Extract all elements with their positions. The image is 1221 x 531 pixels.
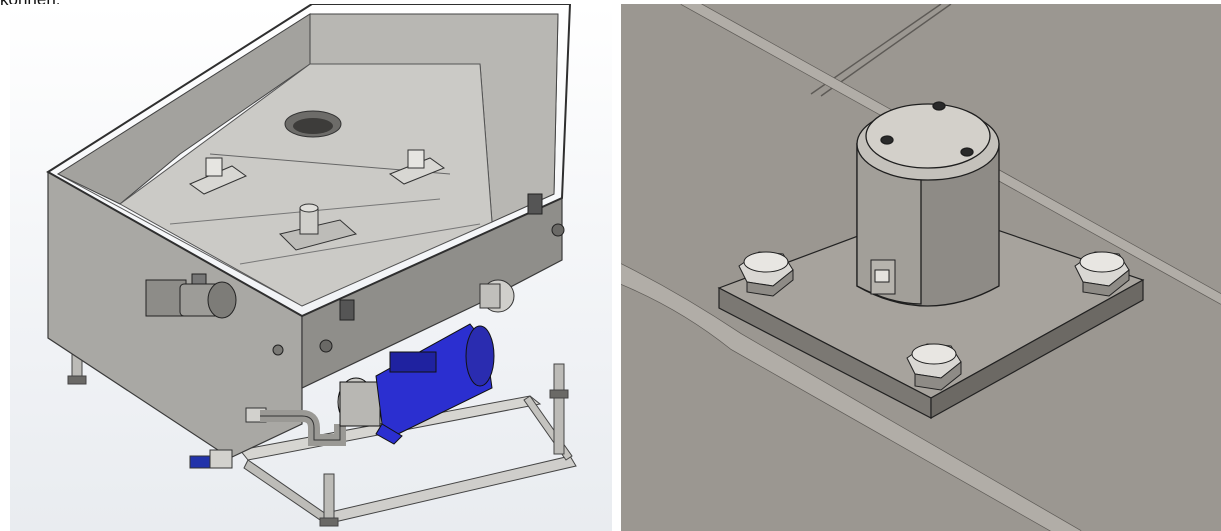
load-cell-cylinder (856, 101, 1000, 307)
bolt-front (906, 343, 962, 391)
tank-assembly-drawing (46, 4, 577, 527)
tank-inner-left (56, 13, 311, 205)
gear-motor (145, 273, 237, 319)
latch-right (527, 193, 543, 215)
load-cell-detail-image (621, 4, 1221, 531)
bolt-right (1074, 251, 1130, 297)
latch-front (339, 299, 355, 321)
load-cell-drawing (621, 4, 1221, 531)
tank-floor (119, 63, 493, 307)
load-cell-small (279, 203, 358, 251)
tank-rim (46, 4, 572, 318)
pump-motor (337, 323, 495, 445)
cable-connector (870, 259, 896, 295)
tank-assembly-image (10, 4, 612, 531)
mount-bracket-right (388, 149, 446, 185)
mount-bracket-left (188, 157, 248, 195)
pipework (189, 407, 346, 469)
outlet-pipe (479, 279, 515, 313)
bolt-left (738, 251, 794, 297)
